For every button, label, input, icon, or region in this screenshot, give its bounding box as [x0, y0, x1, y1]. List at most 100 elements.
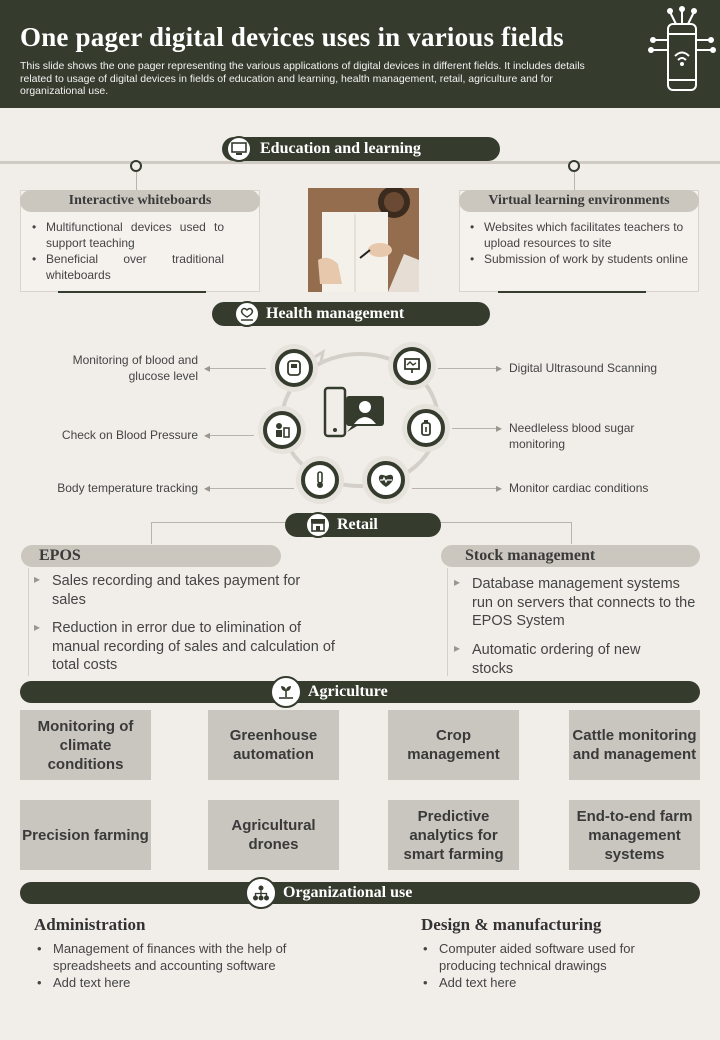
education-section-pill: Education and learning — [222, 136, 500, 162]
agri-box-climate: Monitoring of climate conditions — [20, 710, 151, 780]
design-manufacturing-list: Computer aided software used for produci… — [419, 941, 679, 993]
health-label-glucose: Monitoring of blood and glucose level — [72, 353, 198, 383]
blood-pressure-icon — [276, 423, 290, 438]
arrow-line — [210, 435, 254, 436]
page-description: This slide shows the one pager represent… — [20, 60, 585, 97]
smartphone-network-icon — [648, 6, 716, 91]
org-chart-icon — [253, 885, 269, 901]
arrow-line — [210, 488, 294, 489]
agri-box-cattle: Cattle monitoring and management — [569, 710, 700, 780]
organizational-title: Organizational use — [283, 884, 413, 901]
education-divider — [0, 161, 720, 164]
arrow-line — [452, 428, 498, 429]
health-label-ultrasound: Digital Ultrasound Scanning — [509, 361, 658, 375]
epos-title: EPOS — [21, 545, 281, 567]
list-item: Beneficial over traditional whiteboards — [28, 252, 224, 283]
retail-title: Retail — [337, 516, 378, 533]
connector-line-left — [136, 172, 137, 192]
heart-pulse-icon — [378, 474, 394, 487]
list-item: Add text here — [419, 975, 679, 992]
agri-box-drones: Agricultural drones — [208, 800, 339, 870]
agriculture-bar — [20, 681, 700, 703]
health-label-temperature: Body temperature tracking — [57, 481, 198, 495]
connector-dot-left — [130, 160, 142, 172]
mobile-doctor-icon — [323, 386, 384, 438]
arrow-left-icon: ◂ — [204, 361, 211, 375]
arrow-right-icon: ▸ — [496, 481, 503, 495]
hand-heart-icon — [234, 301, 260, 327]
epos-item: Sales recording and takes payment for sa… — [52, 573, 301, 608]
agri-box-end-to-end: End-to-end farm management systems — [569, 800, 700, 870]
page-title: One pager digital devices uses in variou… — [20, 22, 564, 52]
computer-icon — [226, 136, 252, 162]
stock-rule — [447, 568, 448, 676]
education-title: Education and learning — [260, 140, 421, 157]
arrow-right-icon: ▸ — [34, 572, 41, 586]
health-icon-cardiac — [362, 456, 410, 504]
retail-bracket-left — [151, 522, 152, 544]
list-item: Multifunctional devices used to support … — [28, 220, 224, 251]
arrow-left-icon: ◂ — [204, 428, 211, 442]
arrow-right-icon: ▸ — [496, 361, 503, 375]
thermometer-icon — [317, 471, 323, 488]
connector-dot-right — [568, 160, 580, 172]
agri-box-crop: Crop management — [388, 710, 519, 780]
agriculture-title: Agriculture — [308, 683, 388, 700]
health-icon-ultrasound — [388, 342, 436, 390]
plant-hand-icon — [279, 686, 293, 699]
epos-rule — [28, 568, 29, 676]
arrow-right-icon: ▸ — [496, 421, 503, 435]
retail-bracket-right — [571, 522, 572, 544]
health-section-pill: Health management — [212, 301, 490, 327]
arrow-left-icon: ◂ — [204, 481, 211, 495]
health-label-needleless: Needleless blood sugar monitoring — [509, 421, 635, 451]
card-underline-right — [498, 291, 646, 293]
arrow-line — [210, 368, 266, 369]
arrow-right-icon: ▸ — [454, 641, 461, 655]
glucose-meter-icon — [287, 360, 301, 376]
stock-item: Automatic ordering of new stocks — [472, 642, 641, 677]
health-icon-temperature — [296, 456, 344, 504]
virtual-learning-list: Websites which facilitates teachers to u… — [466, 220, 692, 269]
organizational-icon-circle — [245, 877, 277, 909]
epos-item: Reduction in error due to elimination of… — [52, 620, 335, 673]
arrow-right-icon: ▸ — [454, 575, 461, 589]
list-item: Management of finances with the help of … — [33, 941, 303, 974]
health-title: Health management — [266, 305, 405, 322]
organizational-bar — [20, 882, 700, 904]
virtual-learning-title: Virtual learning environments — [459, 190, 699, 212]
arrow-right-icon: ▸ — [34, 620, 41, 634]
arrow-line — [438, 368, 498, 369]
retail-section-pill: Retail — [285, 512, 441, 538]
health-label-cardiac: Monitor cardiac conditions — [509, 481, 649, 495]
list-item: Submission of work by students online — [466, 252, 692, 268]
ultrasound-monitor-icon — [404, 358, 420, 373]
list-item: Computer aided software used for produci… — [419, 941, 679, 974]
health-icon-needleless — [402, 404, 450, 452]
interactive-whiteboards-list: Multifunctional devices used to support … — [28, 220, 224, 284]
card-underline-left — [58, 291, 206, 293]
list-item: Add text here — [33, 975, 303, 992]
design-manufacturing-title: Design & manufacturing — [421, 915, 602, 934]
connector-line-right — [574, 172, 575, 192]
agri-box-predictive: Predictive analytics for smart farming — [388, 800, 519, 870]
agri-box-greenhouse: Greenhouse automation — [208, 710, 339, 780]
stock-management-title: Stock management — [441, 545, 700, 567]
epos-title-text: EPOS — [39, 547, 81, 564]
health-label-blood-pressure: Check on Blood Pressure — [61, 428, 198, 442]
health-icon-blood-pressure — [258, 406, 306, 454]
agri-box-precision: Precision farming — [20, 800, 151, 870]
health-icon-glucose — [270, 344, 318, 392]
agriculture-icon-circle — [270, 676, 302, 708]
store-icon — [305, 512, 331, 538]
header: One pager digital devices uses in variou… — [0, 0, 720, 108]
sugar-monitor-icon — [421, 420, 431, 436]
stock-item: Database management systems run on serve… — [472, 576, 696, 629]
administration-list: Management of finances with the help of … — [33, 941, 303, 993]
interactive-whiteboards-title: Interactive whiteboards — [20, 190, 260, 212]
arrow-line — [412, 488, 498, 489]
stock-management-title-text: Stock management — [465, 547, 596, 564]
list-item: Websites which facilitates teachers to u… — [466, 220, 692, 251]
notebook-writing-photo — [308, 188, 419, 292]
administration-title: Administration — [34, 915, 146, 934]
